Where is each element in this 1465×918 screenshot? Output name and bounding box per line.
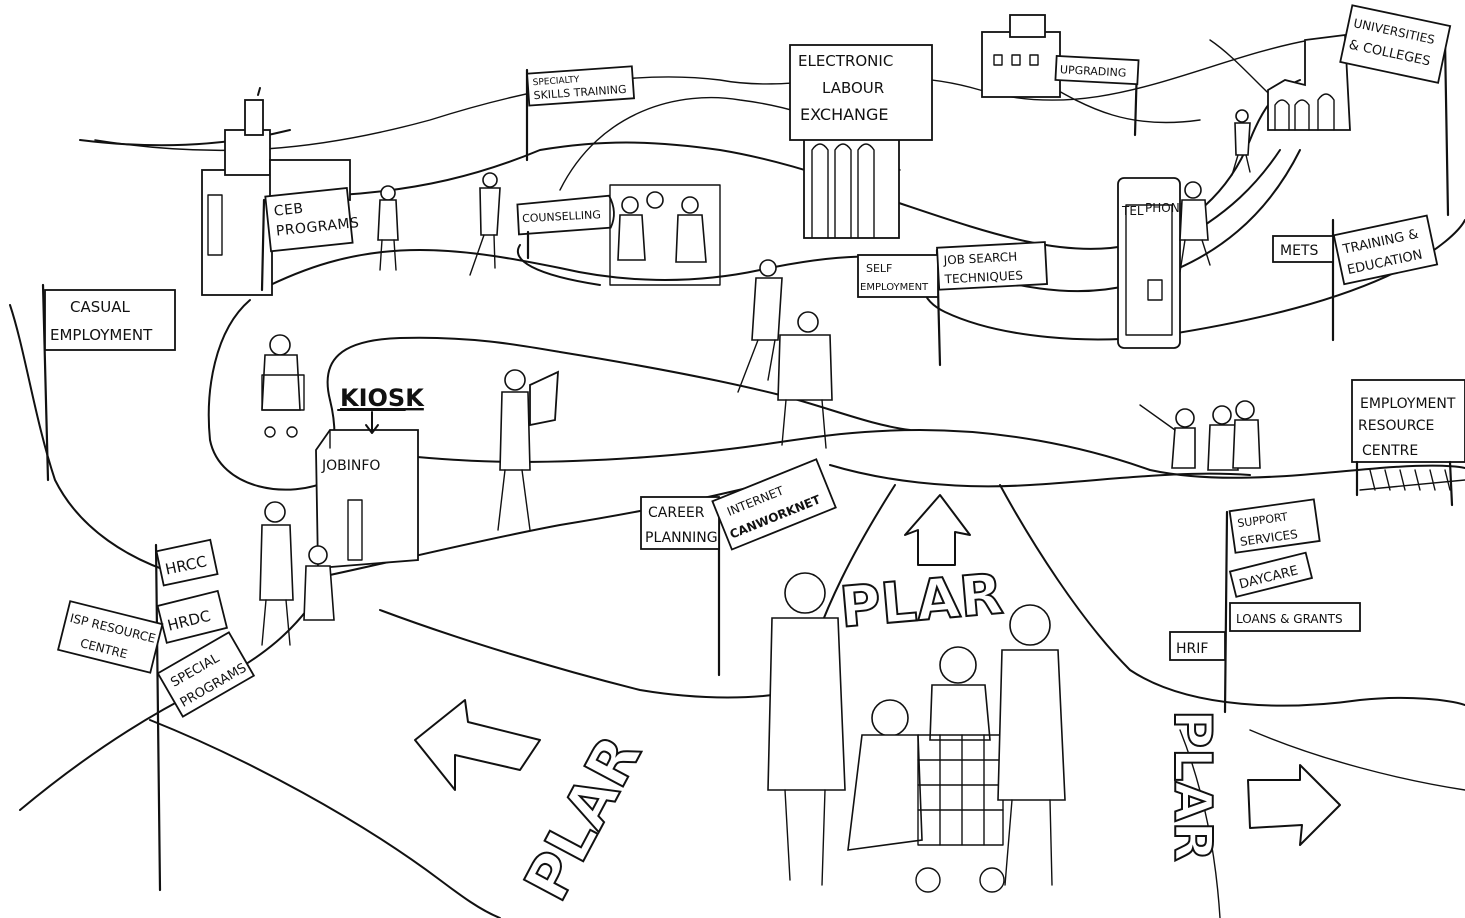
sign-hrcc: HRCC (156, 540, 217, 586)
plar-left-marking: PLAR (415, 700, 655, 912)
sign-support-services: SUPPORT SERVICES (1230, 499, 1320, 552)
sign-upgrading: UPGRADING (1055, 56, 1138, 84)
plar-center-marking: PLAR (837, 495, 1005, 641)
sign-casual-line1: CASUAL (70, 298, 130, 316)
sign-kiosk: KIOSK (338, 384, 425, 412)
kiosk-jobinfo-booth (316, 412, 418, 568)
sign-mets-text: METS (1280, 243, 1318, 259)
sign-ceb-programs: CEB PROGRAMS (265, 187, 361, 251)
group-near-resource-centre (1140, 401, 1260, 470)
sign-hrif-text: HRIF (1176, 641, 1208, 657)
person-figure (1232, 110, 1250, 175)
person-at-phone (1180, 182, 1210, 272)
sign-self-line2: EMPLOYMENT (860, 282, 929, 293)
sign-ceb-line1: CEB (273, 201, 304, 220)
person-figure (470, 173, 500, 275)
sign-casual-line2: EMPLOYMENT (50, 326, 153, 344)
sign-hrif: HRIF (1170, 632, 1225, 660)
sign-erc-line3: CENTRE (1362, 443, 1418, 459)
sign-internet-canworknet: INTERNET CANWORKNET (712, 459, 835, 549)
plar-right-text: PLAR (1162, 710, 1222, 862)
plar-left-text: PLAR (511, 725, 655, 912)
sign-isp-resource-centre: ISP RESOURCE CENTRE (58, 601, 162, 672)
counselling-group (610, 185, 720, 285)
sign-ele-line2: LABOUR (822, 79, 884, 97)
sign-career-line2: PLANNING (645, 530, 718, 546)
sign-self-employment: SELF EMPLOYMENT (858, 255, 938, 297)
sign-career-planning: CAREER PLANNING (641, 497, 719, 549)
sign-kiosk-text: KIOSK (340, 384, 425, 412)
sign-career-line1: CAREER (648, 505, 705, 521)
crossroads-group (738, 260, 832, 448)
electronic-labour-exchange-building (804, 138, 899, 238)
sign-mets: METS (1273, 236, 1333, 262)
sign-ele-line3: EXCHANGE (800, 105, 889, 124)
sign-casual-employment: CASUAL EMPLOYMENT (45, 290, 175, 350)
sign-erc-line1: EMPLOYMENT (1360, 396, 1456, 412)
sign-specialty-skills: SPECIALTY SKILLS TRAINING (527, 66, 634, 105)
universities-building (1268, 35, 1350, 130)
sign-loans-text: LOANS & GRANTS (1236, 612, 1343, 626)
sign-job-search: JOB SEARCH TECHNIQUES (937, 242, 1047, 290)
plar-center-text: PLAR (837, 562, 1005, 641)
sign-self-line1: SELF (866, 262, 892, 275)
sign-tel-text: TEL (1121, 204, 1144, 218)
sign-training-education: TRAINING & EDUCATION (1334, 216, 1437, 285)
sign-jobinfo-text: JOBINFO (321, 458, 380, 474)
sign-erc-line2: RESOURCE (1358, 418, 1434, 434)
sign-ele-line1: ELECTRONIC (798, 52, 893, 70)
sign-universities-colleges: UNIVERSITIES & COLLEGES (1340, 5, 1450, 83)
sign-daycare: DAYCARE (1230, 553, 1312, 597)
person-figure (378, 186, 398, 270)
sign-counselling: COUNSELLING (517, 195, 615, 234)
sign-electronic-labour-exchange: ELECTRONIC LABOUR EXCHANGE (790, 45, 932, 140)
person-reading-newspaper (498, 370, 558, 530)
plar-right-marking: PLAR (1162, 710, 1340, 862)
sign-loans-grants: LOANS & GRANTS (1230, 603, 1360, 631)
upgrading-building (982, 15, 1060, 97)
person-with-walker (262, 335, 304, 437)
sign-hrdc: HRDC (158, 591, 227, 643)
